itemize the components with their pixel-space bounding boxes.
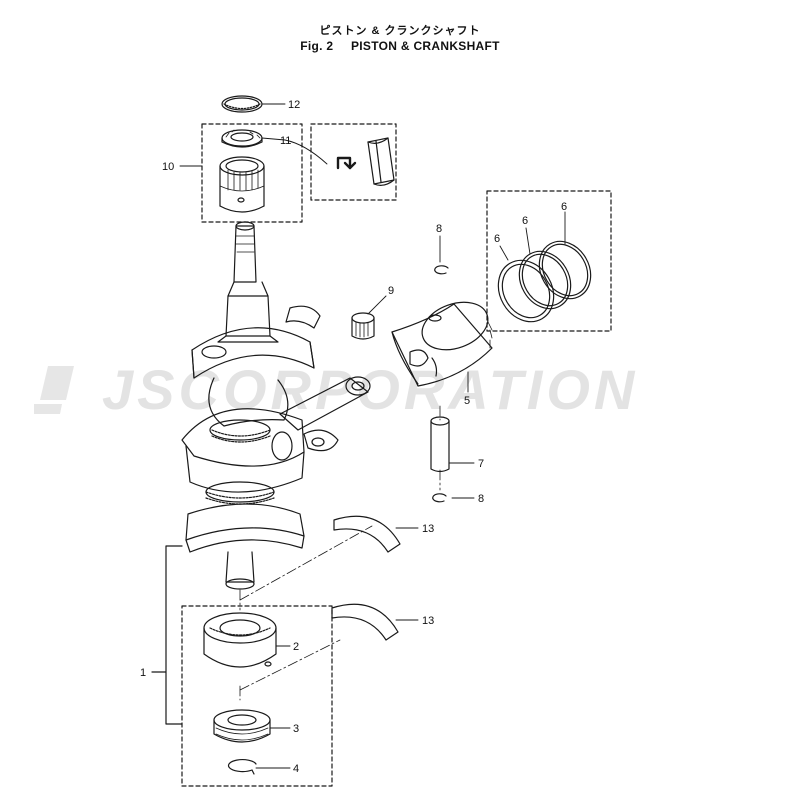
- half-washer-13-lower: [331, 603, 399, 641]
- assembly-box-1: [181, 605, 333, 787]
- callout-8-lower: 8: [478, 493, 484, 505]
- callout-12: 12: [288, 99, 300, 111]
- callout-6-middle: 6: [522, 215, 528, 227]
- callout-3: 3: [293, 723, 299, 735]
- crankshaft: [181, 221, 321, 590]
- piston-rings-6: [497, 240, 592, 323]
- detail-box: [310, 123, 397, 201]
- piston-pin-7: [430, 416, 450, 473]
- title-japanese: ピストン & クランクシャフト: [319, 25, 481, 37]
- connecting-rod: [279, 376, 371, 452]
- callout-labels: 12 11 10 8 9 6 6 6 5 7 8 13 13 2 1 3 4: [140, 99, 567, 775]
- watermark-logo-icon: [34, 366, 74, 414]
- half-washer-13-upper: [333, 515, 401, 553]
- detail-arrow-icon: [336, 156, 357, 170]
- alignment-lines: [239, 405, 441, 701]
- seal-3: [213, 709, 271, 743]
- bracket-1: [151, 545, 183, 725]
- clip-8-upper: [434, 265, 449, 275]
- clip-8-lower: [432, 493, 447, 503]
- callout-11: 11: [280, 135, 291, 147]
- watermark: JSCORPORATION: [34, 360, 794, 420]
- watermark-text: JSCORPORATION: [102, 358, 639, 421]
- small-bearing-9: [351, 312, 375, 340]
- callout-13-lower: 13: [422, 615, 434, 627]
- callout-9: 9: [388, 285, 394, 297]
- callout-4: 4: [293, 763, 299, 775]
- callout-7: 7: [478, 458, 484, 470]
- detail-tube: [367, 137, 395, 186]
- callout-6-right: 6: [561, 201, 567, 213]
- callout-2: 2: [293, 641, 299, 653]
- washer-11: [221, 129, 263, 148]
- assembly-box-10: [201, 123, 303, 223]
- callout-5: 5: [464, 395, 470, 407]
- callout-6-left: 6: [494, 233, 500, 245]
- callout-13-upper: 13: [422, 523, 434, 535]
- leader-lines: [179, 103, 566, 769]
- needle-bearing-10: [219, 156, 265, 213]
- callout-1: 1: [140, 667, 146, 679]
- ball-bearing-2: [203, 612, 277, 668]
- ring-set-box: [486, 190, 612, 332]
- ring-12: [221, 95, 263, 113]
- figure-number: Fig. 2: [300, 39, 334, 53]
- title-english: Fig. 2 PISTON & CRANKSHAFT: [0, 39, 800, 53]
- callout-8-upper: 8: [436, 223, 442, 235]
- figure-title: PISTON & CRANKSHAFT: [350, 39, 500, 53]
- callout-10: 10: [162, 161, 174, 173]
- circlip-4: [227, 758, 257, 775]
- piston-5: [391, 301, 493, 387]
